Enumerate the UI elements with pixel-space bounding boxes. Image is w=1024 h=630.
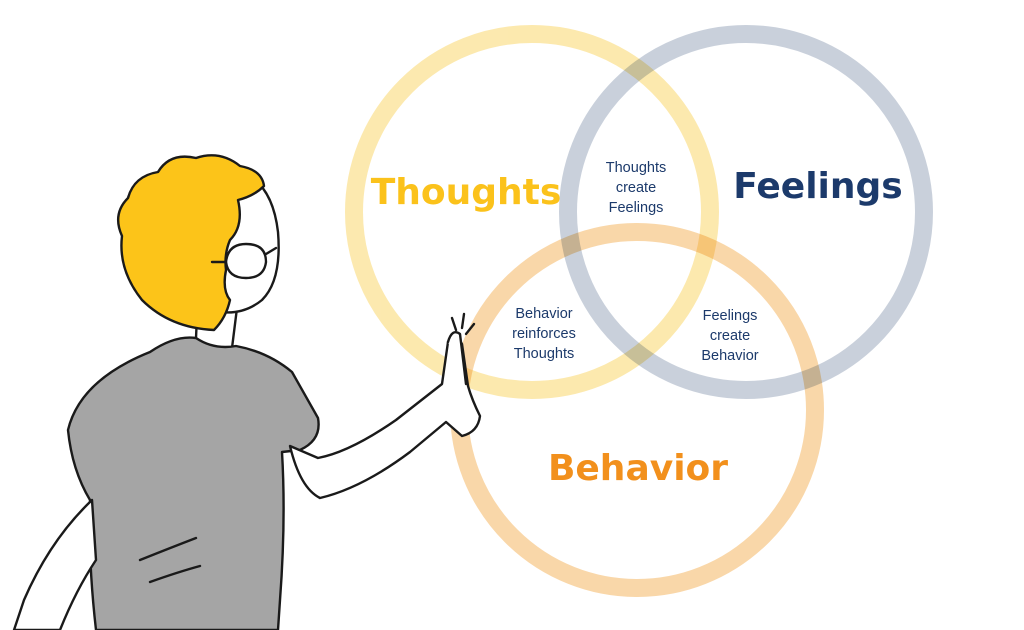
behavior-thoughts-line-2: reinforces [512,326,576,342]
behavior-label: Behavior [548,448,728,489]
thoughts-feelings-line-3: Feelings [609,200,664,216]
feelings-behavior-line-1: Feelings [703,308,758,324]
feelings-label: Feelings [733,166,902,207]
intersection-thoughts-feelings: Thoughts create Feelings [606,160,666,216]
thoughts-feelings-line-2: create [616,180,656,196]
thoughts-circle [345,25,719,399]
sparkle-lines [450,312,476,336]
shirt [66,336,320,630]
behavior-thoughts-line-1: Behavior [515,306,572,322]
hair [116,154,266,332]
person-illustration [12,154,482,630]
intersection-behavior-thoughts: Behavior reinforces Thoughts [512,306,576,362]
thoughts-feelings-line-1: Thoughts [606,160,666,176]
feelings-circle [559,25,933,399]
feelings-behavior-line-3: Behavior [701,348,758,364]
finger [446,331,468,386]
intersection-feelings-behavior: Feelings create Behavior [701,308,758,364]
shirt-crease-2 [148,564,202,584]
behavior-thoughts-line-3: Thoughts [514,346,574,362]
behavior-circle [450,223,824,597]
feelings-behavior-line-2: create [710,328,750,344]
shirt-crease [138,536,198,562]
venn-circles [345,25,933,597]
arm [288,337,482,500]
thoughts-label: Thoughts [371,172,562,213]
glasses [210,242,278,280]
left-arm [12,498,98,630]
